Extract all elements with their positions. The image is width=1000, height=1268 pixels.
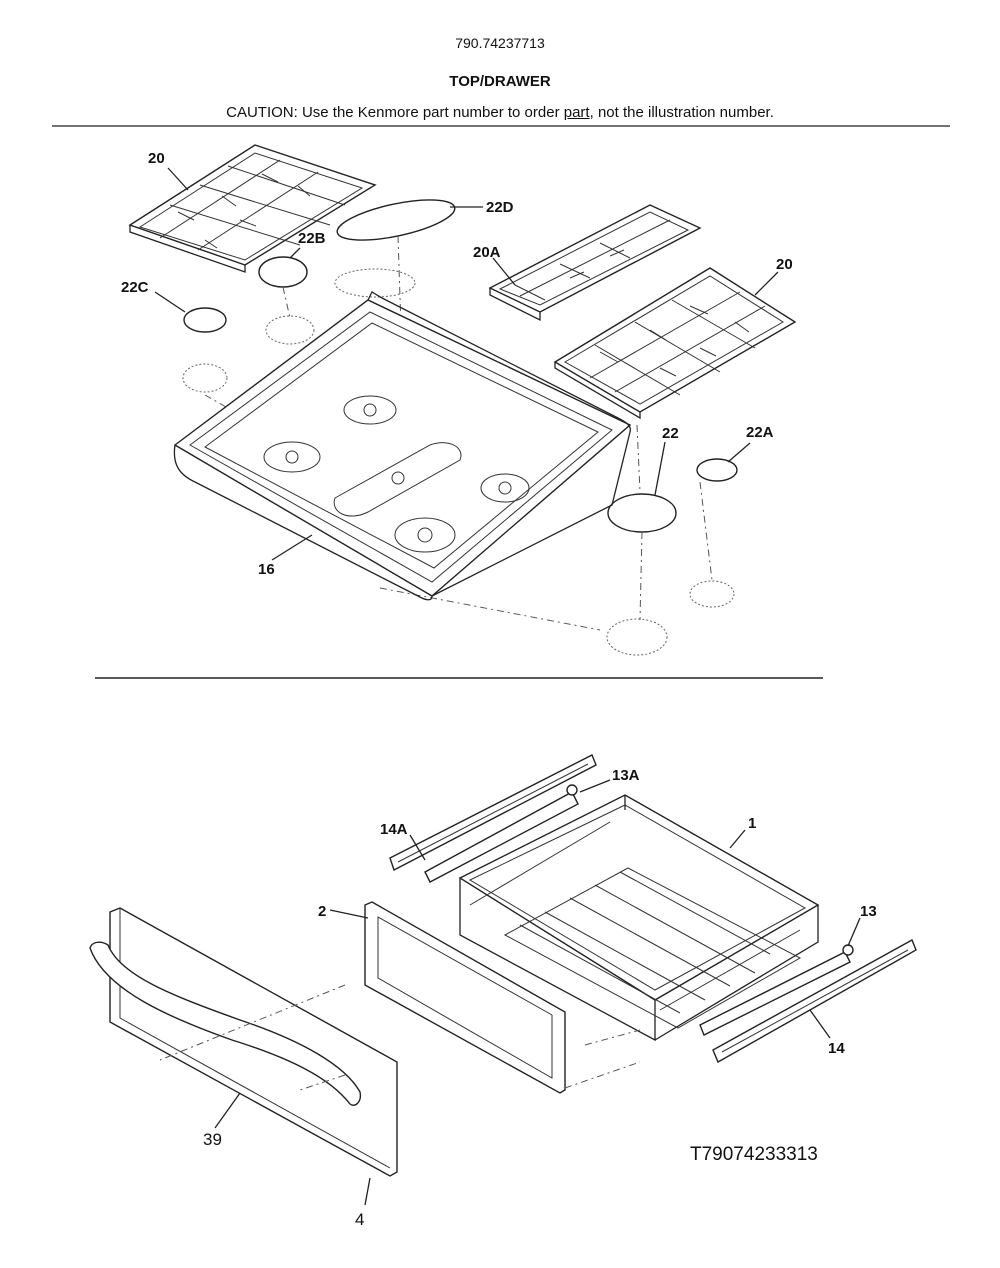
caution-text: CAUTION: Use the Kenmore part number to … (226, 104, 564, 121)
drawer-front-frame (364, 901, 566, 1094)
callout-20A: 20A (473, 244, 501, 261)
callout-20: 20 (148, 150, 165, 167)
section-title: TOP/DRAWER (449, 73, 551, 90)
burner-head (182, 363, 228, 393)
cap-22C (183, 307, 227, 333)
right-grate (553, 267, 797, 420)
left-grate (128, 144, 377, 273)
callout-14A: 14A (380, 821, 408, 838)
callout-20: 20 (776, 256, 793, 273)
callout-4: 4 (355, 1210, 364, 1229)
diagram-code: T79074233313 (690, 1144, 818, 1165)
callout-13A: 13A (612, 767, 640, 784)
center-grate (488, 204, 702, 322)
cap-22D (336, 199, 456, 241)
right-slide (712, 939, 917, 1063)
cap-22 (607, 493, 677, 533)
callout-22D: 22D (486, 199, 514, 216)
cooktop (173, 291, 632, 601)
burner-head (334, 268, 416, 298)
cap-22B (258, 256, 308, 288)
model-number: 790.74237713 (455, 35, 545, 51)
right-bracket (699, 944, 854, 1036)
callout-22C: 22C (121, 279, 149, 296)
callout-14: 14 (828, 1040, 845, 1057)
caution-part-link: part (563, 104, 590, 121)
burner-head (606, 618, 668, 656)
callout-22A: 22A (746, 424, 774, 441)
callout-13: 13 (860, 903, 877, 920)
drawer-body (458, 794, 820, 1042)
cap-22A (696, 458, 738, 482)
caution-text-end: , not the illustration number. (589, 104, 774, 121)
burner-head (265, 315, 315, 345)
drawer-handle (89, 941, 362, 1106)
caution-note: CAUTION: Use the Kenmore part number to … (0, 104, 1000, 121)
callout-1: 1 (748, 815, 756, 832)
callout-22: 22 (662, 425, 679, 442)
top-leaders (154, 167, 779, 561)
left-slide (389, 754, 597, 871)
bottom-leaders (214, 779, 861, 1206)
burner-head (689, 580, 735, 608)
callout-16: 16 (258, 561, 275, 578)
callout-39: 39 (203, 1130, 222, 1149)
left-bracket (424, 784, 579, 883)
callout-22B: 22B (298, 230, 326, 247)
callout-2: 2 (318, 903, 326, 920)
